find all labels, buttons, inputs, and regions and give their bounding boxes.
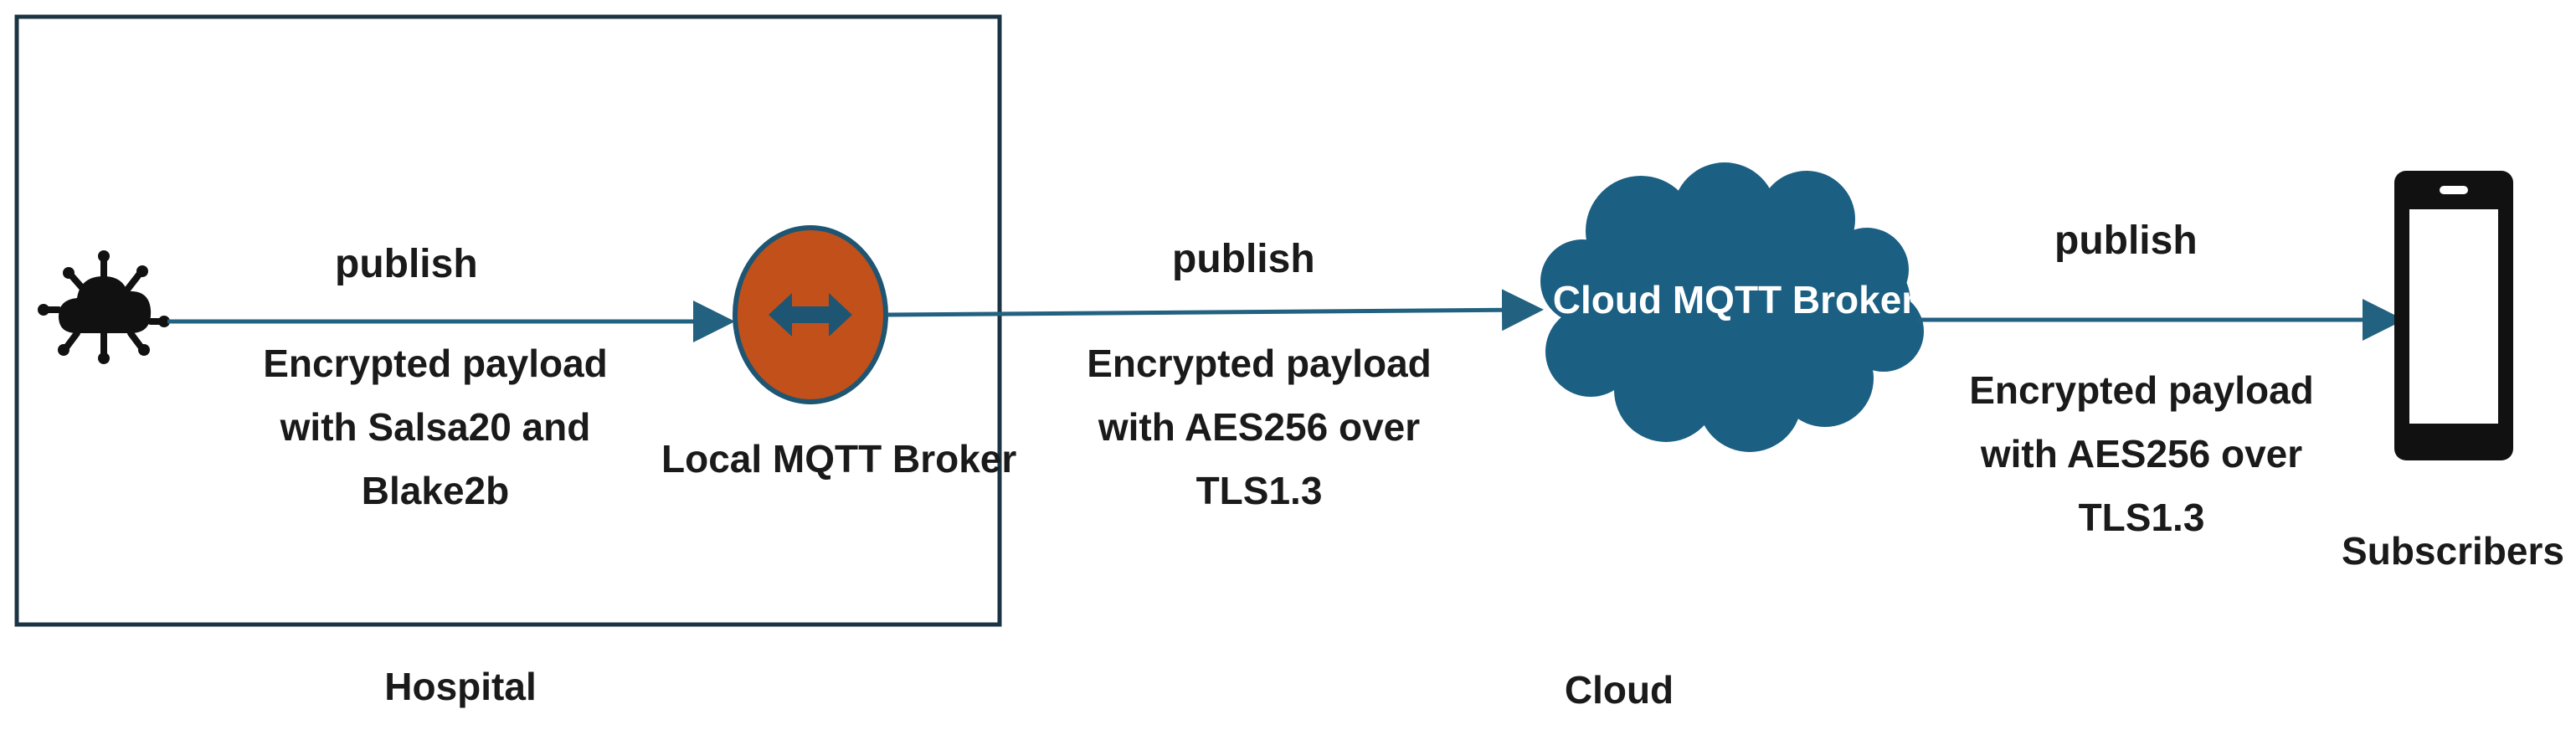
hospital-boundary — [14, 14, 1002, 627]
edge-label-publish-hospital: publish — [335, 242, 478, 286]
cloud-mqtt-broker-node — [1540, 162, 1924, 452]
payload-line: Blake2b — [361, 469, 510, 512]
edge-label-payload-cloud: Encrypted payload with AES256 over TLS1.… — [1008, 332, 1510, 522]
edge-label-payload-hospital: Encrypted payload with Salsa20 and Blake… — [184, 332, 686, 522]
edge-local-to-cloud-broker — [887, 289, 1544, 332]
edge-label-publish-subscribers: publish — [2054, 218, 2198, 263]
payload-line: TLS1.3 — [2078, 496, 2205, 539]
edge-label-payload-subscribers: Encrypted payload with AES256 over TLS1.… — [1890, 358, 2393, 549]
payload-line: with Salsa20 and — [280, 405, 591, 449]
payload-line: Encrypted payload — [1087, 342, 1432, 385]
edge-label-publish-cloud: publish — [1172, 237, 1315, 281]
payload-line: Encrypted payload — [263, 342, 608, 385]
local-mqtt-broker-node — [733, 225, 888, 404]
payload-line: with AES256 over — [1098, 405, 1421, 449]
smartphone-icon — [2394, 171, 2513, 460]
local-broker-label: Local MQTT Broker — [661, 437, 1017, 481]
cloud-broker-label: Cloud MQTT Broker — [1552, 278, 1917, 321]
double-arrow-icon — [769, 293, 852, 337]
payload-line: Encrypted payload — [1969, 368, 2314, 412]
hospital-label: Hospital — [384, 665, 537, 708]
payload-line: with AES256 over — [1980, 432, 2303, 476]
iot-cloud-network-icon — [38, 250, 170, 364]
subscribers-label: Subscribers — [2342, 529, 2564, 573]
payload-line: TLS1.3 — [1195, 469, 1323, 512]
cloud-label: Cloud — [1564, 668, 1674, 712]
